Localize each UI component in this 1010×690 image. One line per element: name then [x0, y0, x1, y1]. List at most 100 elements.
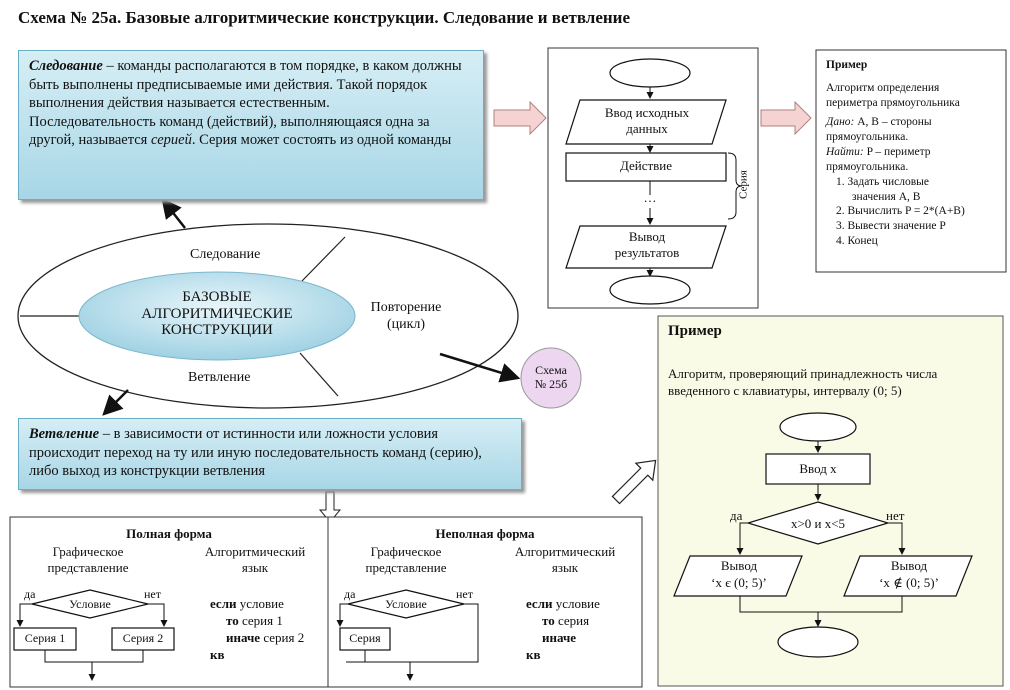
- full-code-if: если: [210, 596, 237, 611]
- full-code-else-rest: серия 2: [260, 629, 305, 645]
- example2-out-yes-line2: ‘x є (0; 5)’: [711, 574, 767, 590]
- example2-out-yes: Вывод ‘x є (0; 5)’: [680, 558, 798, 592]
- down-arrow-outline: [318, 491, 342, 523]
- full-form-col2: Алгоритмический язык: [190, 544, 320, 575]
- full-code-if-rest: условие: [236, 596, 284, 611]
- schema-25b-circle: [520, 347, 582, 409]
- arrow-to-schema-25b: [439, 352, 521, 383]
- partial-form-col2: Алгоритмический язык: [500, 544, 630, 575]
- example2-out-no-line2: ‘x ∉ (0; 5)’: [879, 574, 939, 590]
- flow1-action-block: Действие: [619, 158, 673, 173]
- sector-follow-label: Следование: [190, 247, 261, 262]
- example2-out-no-line1: Вывод: [890, 558, 928, 573]
- example2-line2: введенного с клавиатуры, интервалу (0; 5…: [668, 382, 902, 398]
- partial-form-col1: Графическое представление: [346, 544, 466, 575]
- pink-arrow-1: [493, 100, 547, 136]
- branch-definition-box: Ветвление – в зависимости от истинности …: [18, 418, 522, 490]
- schema-25b-link[interactable]: Схема № 25б: [521, 363, 581, 392]
- branch-term: Ветвление: [29, 426, 100, 442]
- flow1-input-line2: данных: [626, 121, 668, 137]
- partial-form-series: Серия: [349, 631, 381, 645]
- example1-title: Пример: [826, 59, 868, 71]
- example1-given-label: Дано:: [826, 115, 855, 128]
- full-form-yes: да: [24, 587, 36, 601]
- example1-step-2: 2. Вычислить P = 2*(A+B): [836, 205, 965, 218]
- partial-code-then: то: [542, 612, 555, 628]
- constructs-ellipse: [17, 223, 519, 409]
- full-form-series1: Серия 1: [24, 631, 66, 645]
- full-code-then-rest: серия 1: [238, 612, 283, 628]
- example1-find-text: P – периметр: [863, 145, 931, 158]
- partial-code-else: иначе: [542, 629, 577, 645]
- arrow-to-follow-box: [161, 198, 186, 229]
- example2-title: Пример: [668, 323, 722, 339]
- example1-find-text2: прямоугольника.: [826, 160, 909, 173]
- example1-content: Пример Алгоритм определения периметра пр…: [826, 58, 1002, 249]
- example2-line1: Алгоритм, проверяющий принадлежность чис…: [668, 366, 938, 381]
- example1-line2: периметра прямоугольника: [826, 96, 960, 109]
- partial-form-col2-line1: Алгоритмический: [514, 544, 616, 559]
- example1-given-text2: прямоугольника.: [826, 130, 909, 143]
- example1-step-1b: значения A, B: [852, 190, 921, 203]
- full-form-code: если условие то серия 1 иначе серия 2 кв: [210, 596, 326, 664]
- partial-form-col1-line2: представление: [365, 559, 447, 575]
- example2-out-no: Вывод ‘x ∉ (0; 5)’: [850, 558, 968, 592]
- example1-step-1: 1. Задать числовые: [836, 175, 929, 188]
- follow-term: Следование: [29, 58, 103, 74]
- sector-branch-label: Ветвление: [188, 370, 251, 385]
- partial-code-end: кв: [526, 646, 541, 662]
- example2-yes: да: [730, 508, 743, 523]
- full-form-series2: Серия 2: [122, 631, 164, 645]
- schema-link-line1: Схема: [535, 363, 567, 377]
- center-label-line2: АЛГОРИТМИЧЕСКИЕ: [141, 305, 293, 322]
- follow-text-2a: Последовательность команд (действий), вы…: [29, 113, 430, 149]
- flow1-dots: …: [643, 190, 657, 205]
- example1-find-label: Найти:: [826, 145, 864, 158]
- sector-repeat-line2: (цикл): [386, 316, 426, 332]
- center-label-line3: КОНСТРУКЦИИ: [161, 322, 273, 338]
- branch-text: – в зависимости от истинности или ложнос…: [29, 426, 482, 480]
- flow1-input-block: Ввод исходных данных: [572, 105, 722, 138]
- partial-form-code: если условие то серия иначе кв: [526, 596, 636, 664]
- schema-link-line2: № 25б: [534, 376, 568, 391]
- diag-arrow-outline: [611, 459, 657, 505]
- page-title: Схема № 25а. Базовые алгоритмические кон…: [18, 8, 631, 27]
- example2-description: Алгоритм, проверяющий принадлежность чис…: [668, 366, 998, 400]
- follow-definition-box: Следование – команды располагаются в том…: [18, 50, 484, 200]
- partial-form-yes: да: [344, 587, 356, 601]
- full-form-col2-line1: Алгоритмический: [204, 544, 306, 559]
- example1-line1: Алгоритм определения: [826, 81, 940, 94]
- ellipse-center-label: БАЗОВЫЕ АЛГОРИТМИЧЕСКИЕ КОНСТРУКЦИИ: [112, 289, 322, 339]
- flow1-output-line1: Вывод: [628, 229, 666, 244]
- pink-arrow-2: [760, 100, 812, 136]
- arrow-to-branch-box: [102, 389, 129, 416]
- partial-form-condition: Условие: [385, 597, 427, 611]
- full-code-else: иначе: [226, 629, 261, 645]
- example1-frame: [815, 49, 1007, 273]
- full-form-condition: Условие: [69, 597, 111, 611]
- example2-no: нет: [886, 508, 905, 523]
- center-label-line1: БАЗОВЫЕ: [182, 289, 252, 305]
- full-form-col1: Графическое представление: [28, 544, 148, 575]
- partial-code-if-rest: условие: [552, 596, 600, 611]
- full-code-end: кв: [210, 646, 225, 662]
- partial-code-if: если: [526, 596, 553, 611]
- example1-step-3: 3. Вывести значение P: [836, 220, 946, 233]
- partial-form-no: нет: [456, 587, 473, 601]
- full-form-col1-line2: представление: [47, 559, 129, 575]
- full-form-no: нет: [144, 587, 161, 601]
- follow-series-term: серией: [150, 132, 192, 149]
- follow-text-1: – команды располагаются в том порядке, в…: [29, 58, 462, 112]
- flow1-output-block: Вывод результатов: [572, 229, 722, 262]
- partial-form-col2-line2: язык: [551, 559, 579, 575]
- partial-code-then-rest: серия: [554, 612, 590, 628]
- follow-text-2b: . Серия может состоять из одной команды: [191, 132, 452, 149]
- example1-given-text: A, B – стороны: [854, 115, 932, 128]
- flow1-series-label: Серия: [737, 170, 750, 199]
- example2-frame: [657, 315, 1004, 687]
- example1-step-4: 4. Конец: [836, 235, 878, 248]
- full-form-col2-line2: язык: [241, 559, 269, 575]
- partial-form-title: Неполная форма: [435, 526, 535, 541]
- flow1-input-line1: Ввод исходных: [604, 105, 690, 120]
